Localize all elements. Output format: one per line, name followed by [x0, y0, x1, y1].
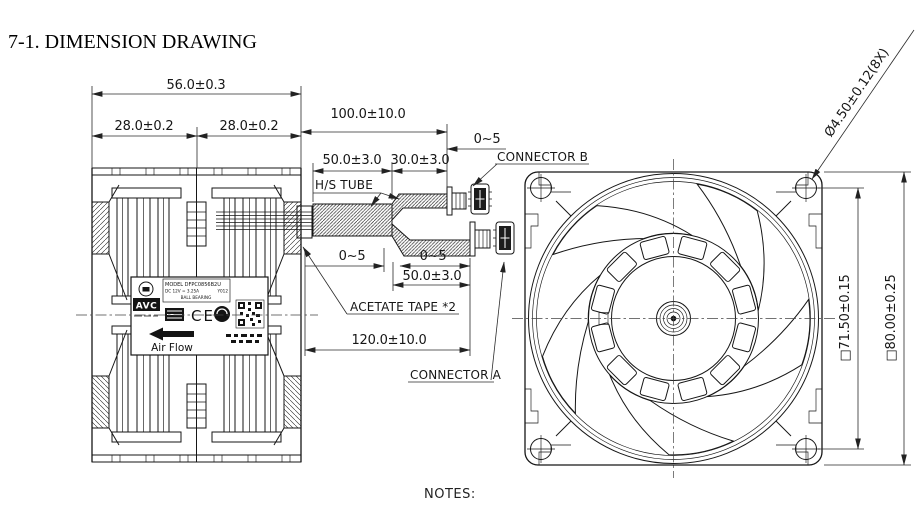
dim-gap-connector-b: 0~5 [474, 132, 501, 147]
corner-detail [775, 388, 823, 466]
dim-frame-size: □80.00±0.25 [884, 274, 899, 361]
dimensions-front: □71.50±0.15 □80.00±0.25 Ø4.50±0.12(8X) [811, 29, 915, 466]
acetate-tape-wrap [296, 205, 313, 239]
hs-tube-upper-branch [391, 193, 448, 222]
hs-tube-leader-2 [370, 192, 382, 207]
connector-b-label: CONNECTOR B [497, 150, 588, 164]
hs-tube-main [312, 203, 393, 237]
dim-lead-b: 120.0±10.0 [351, 333, 426, 348]
lead-wires [216, 211, 313, 230]
brand-text: AVC [136, 302, 157, 312]
connector-a-leader [490, 261, 506, 381]
brand-mark-icon [138, 281, 154, 297]
dim-depth-front: 28.0±0.2 [115, 119, 174, 134]
dim-mount-holes: Ø4.50±0.12(8X) [822, 46, 892, 140]
crimp [474, 229, 491, 249]
cable-assembly [312, 183, 515, 257]
hs-tube-label: H/S TUBE [315, 178, 373, 192]
front-view [524, 171, 823, 466]
dim-tube-main: 50.0±3.0 [323, 153, 382, 168]
rating-text: DC 12V = 3.25A [165, 289, 199, 294]
flange [469, 221, 476, 257]
code-text: Y012 [216, 289, 228, 294]
dimensions-side: 56.0±0.3 28.0±0.2 28.0±0.2 [91, 78, 302, 168]
dim-hole-pitch: □71.50±0.15 [838, 274, 853, 361]
extension-lines [304, 124, 471, 356]
dim-tube-branch: 30.0±3.0 [391, 153, 450, 168]
connector-b-assembly [446, 183, 492, 216]
round-cert-icon [214, 306, 230, 322]
venturi-slant-right [265, 184, 285, 301]
side-view-bottom-half [91, 325, 302, 463]
corner-detail [775, 171, 823, 249]
airflow-text: Air Flow [151, 342, 193, 354]
fan-frame [524, 171, 823, 466]
centerlines [76, 159, 838, 478]
brand-mark-inner [142, 287, 150, 292]
connector-a-assembly [469, 221, 515, 257]
rating-box [162, 278, 231, 303]
corner-detail [525, 172, 572, 249]
venturi-slant-left [108, 184, 128, 301]
extension-lines [818, 171, 911, 466]
acetate-leader [302, 246, 348, 315]
dim-lead-a: 100.0±10.0 [330, 107, 405, 122]
rotor-vent-slots [590, 235, 757, 402]
dim-gap-split: 0~5 [339, 249, 366, 264]
hs-tube-leader-1 [380, 192, 400, 200]
notes-label: NOTES: [424, 487, 476, 502]
connector-b-leader [472, 163, 498, 187]
dim-depth-total: 56.0±0.3 [167, 78, 226, 93]
acetate-tape-label: ACETATE TAPE *2 [350, 300, 456, 314]
dim-tube-lower: 50.0±3.0 [403, 269, 462, 284]
brand-box [133, 298, 160, 311]
nameplate: AVC MODEL DFPC0856B2U DC 12V = 3.25A Y01… [130, 276, 269, 356]
dim-depth-rear: 28.0±0.2 [220, 119, 279, 134]
serial-marks [226, 334, 262, 343]
dim-gap-connector-a: 0~5 [420, 249, 447, 264]
qr-code-icon [235, 299, 265, 329]
cert-marks: CE [165, 299, 265, 343]
venturi-hatch-left [91, 201, 110, 255]
model-text: MODEL DFPC0856B2U [165, 282, 221, 288]
impeller-blades [541, 183, 811, 456]
connector-a-label: CONNECTOR A [410, 368, 502, 382]
venturi-hatch-right [283, 201, 302, 255]
crimp [451, 192, 467, 210]
ce-mark: CE [191, 307, 215, 325]
dimensions-cable: 100.0±10.0 0~5 50.0±3.0 30.0±3.0 H/S TUB… [300, 107, 589, 383]
airflow-arrow-icon [149, 327, 194, 341]
bearing-text: BALL BEARING [181, 295, 212, 300]
side-view [91, 167, 313, 463]
edge-ticks [111, 168, 291, 175]
mount-hole-leader [811, 29, 915, 180]
page-title: 7-1. DIMENSION DRAWING [8, 31, 257, 53]
flange [446, 186, 453, 216]
